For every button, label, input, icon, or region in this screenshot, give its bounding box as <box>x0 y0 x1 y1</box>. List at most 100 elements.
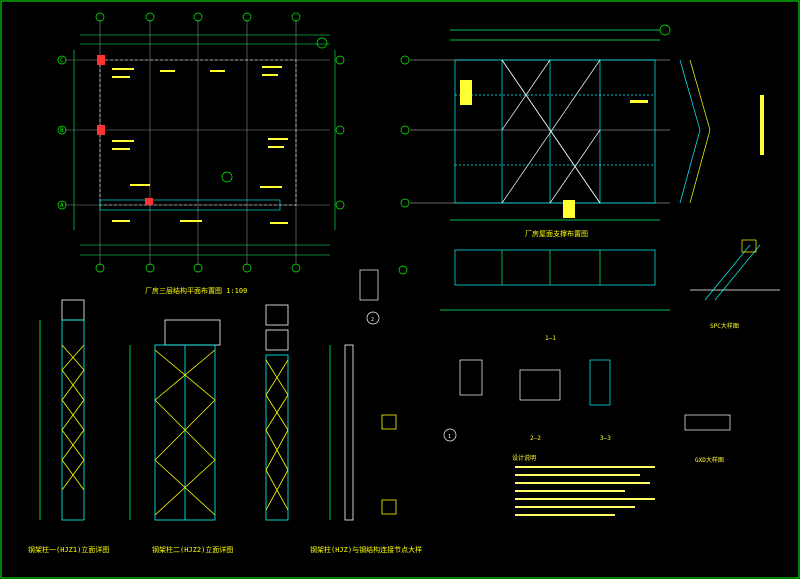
axis-label-A: A <box>60 202 64 209</box>
column-mark-B1 <box>97 125 105 135</box>
plan-note-10 <box>268 146 284 148</box>
plan-callout-circle-2 <box>221 171 233 183</box>
note-line-7 <box>515 514 615 516</box>
plan-column-marks <box>97 55 153 205</box>
elev2-title: 钢架柱二(HJZ2)立面详图 <box>152 545 233 554</box>
plan-note-1 <box>112 68 134 70</box>
roof-side-section <box>679 59 701 204</box>
detail-E-box <box>359 269 379 301</box>
roof-vertical-note <box>760 95 764 155</box>
base-detail-2 <box>519 369 561 401</box>
conn-column <box>344 344 354 521</box>
elev3-top-box-2 <box>265 329 289 351</box>
elev1-brace-8 <box>61 429 85 461</box>
base-detail-3 <box>589 359 611 406</box>
plan-note-5 <box>262 66 282 68</box>
elev3-frame <box>265 354 289 521</box>
axis-bubble-5-top <box>291 12 301 22</box>
elev3-brace-4 <box>265 394 289 431</box>
axis-bubble-C-left <box>57 55 67 65</box>
detail-E <box>359 265 408 325</box>
note-line-2 <box>515 474 640 476</box>
base-details <box>443 359 731 442</box>
plan-note-6 <box>262 74 278 76</box>
spc-title: SPC大样图 <box>710 322 739 330</box>
roof-bubbles <box>400 24 671 208</box>
section-1-1 <box>440 249 670 311</box>
elev1-brace-4 <box>61 369 85 401</box>
plan-note-7 <box>112 140 134 142</box>
axis-bubble-1-bottom <box>95 263 105 273</box>
elev3-brace-8 <box>265 469 289 511</box>
axis-bubble-1-top <box>95 12 105 22</box>
axis-bubble-4-bottom <box>242 263 252 273</box>
elev1-brace-10 <box>61 459 85 491</box>
plan-note-15 <box>270 222 288 224</box>
axis-bubble-2-bottom <box>145 263 155 273</box>
notes-title: 设计说明 <box>512 454 536 462</box>
axis-bubble-3-top <box>193 12 203 22</box>
spc-diagonal-1 <box>704 244 751 301</box>
spc-detail <box>690 239 780 301</box>
spc-plate <box>741 239 757 253</box>
note-line-6 <box>515 506 635 508</box>
elev1-brace-2 <box>61 344 85 371</box>
axis-bubble-2-top <box>145 12 155 22</box>
roof-bracing-plan <box>410 29 711 221</box>
plan-note-8 <box>112 148 130 150</box>
detail-2-bubble <box>366 311 380 325</box>
plan-note-11 <box>130 184 150 186</box>
roof-note-block-2 <box>563 200 575 218</box>
elev3-title: 钢架柱(HJZ)与钢结构连接节点大样 <box>310 545 422 554</box>
conn-plate-1 <box>381 414 397 430</box>
column-mark-A2 <box>145 198 153 205</box>
roof-bubble-B <box>400 125 410 135</box>
plan-note-9 <box>268 138 288 140</box>
roof-brace-6 <box>549 129 601 204</box>
conn-plate-2 <box>381 499 397 515</box>
structural-plan <box>65 20 336 265</box>
plan-note-12 <box>260 186 282 188</box>
plan-note-3 <box>160 70 175 72</box>
column-elevation-2 <box>129 319 221 521</box>
plan-axis-letters: C B A <box>60 57 64 209</box>
roof-brace-4 <box>501 59 551 131</box>
connection-detail <box>329 344 397 521</box>
plan-annotations <box>112 66 288 224</box>
notes-block <box>515 466 655 516</box>
roof-yellow-notes <box>460 80 764 218</box>
axis-bubble-A-left <box>57 200 67 210</box>
axis-bubble-3-bottom <box>193 263 203 273</box>
section-frame <box>454 249 656 286</box>
axis-bubble-B-right <box>335 125 345 135</box>
detail-2-label: 2 <box>371 317 374 323</box>
roof-callout <box>659 24 671 36</box>
roof-bubble-C <box>400 55 410 65</box>
axis-bubble-B-left <box>57 125 67 135</box>
roof-bubble-A <box>400 198 410 208</box>
elev2-brace-4 <box>154 399 216 461</box>
sec-2-2-title: 2—2 <box>530 435 541 442</box>
plan-callout-circle <box>316 37 328 49</box>
note-line-1 <box>515 466 655 468</box>
plan-axis-bubbles <box>57 12 345 273</box>
axis-bubble-A-right <box>335 200 345 210</box>
elev1-title: 钢架柱一(HJZ1)立面详图 <box>28 545 109 554</box>
elev2-brace-6 <box>154 459 216 516</box>
roof-note-block-1 <box>460 80 472 105</box>
column-elevation-3 <box>265 304 289 521</box>
base-detail-1 <box>459 359 483 396</box>
spc-diagonal-2 <box>714 244 761 301</box>
plan-platform-strip <box>99 199 281 211</box>
axis-bubble-4-top <box>242 12 252 22</box>
roof-frame <box>454 59 656 204</box>
elev2-brace-2 <box>154 349 216 401</box>
elev3-brace-2 <box>265 359 289 396</box>
note-line-3 <box>515 482 650 484</box>
roof-note-3 <box>630 100 648 103</box>
column-mark-C1 <box>97 55 105 65</box>
axis-label-C: C <box>60 57 64 64</box>
note-line-4 <box>515 490 625 492</box>
section-title: 1—1 <box>545 335 556 342</box>
